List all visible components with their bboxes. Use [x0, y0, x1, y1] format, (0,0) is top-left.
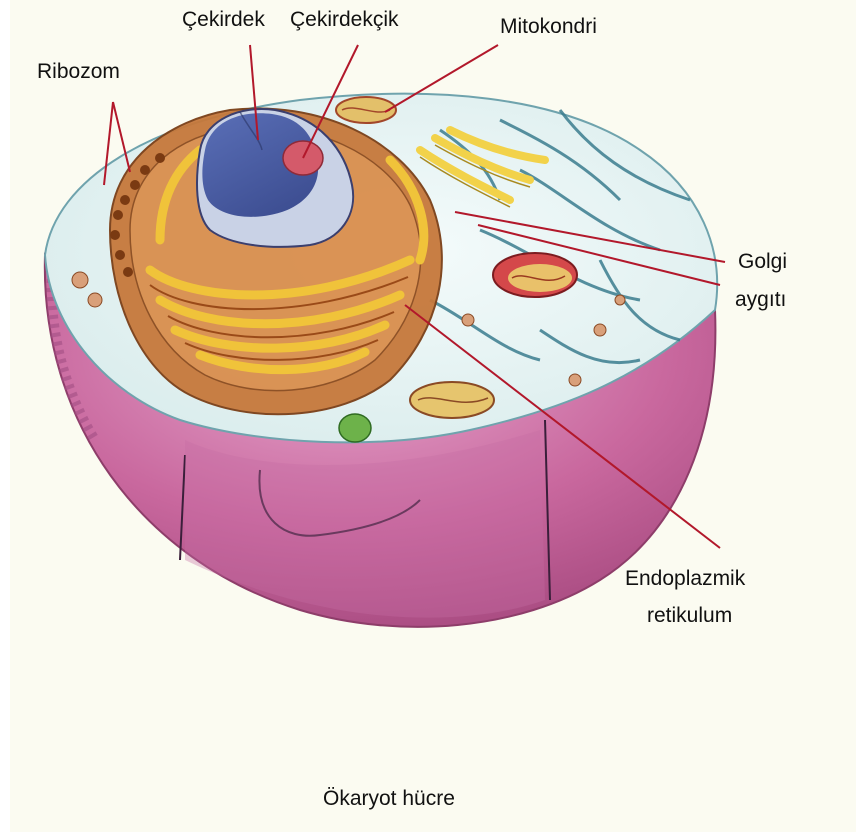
label-er-line1: Endoplazmik	[625, 567, 745, 591]
label-er-line2: retikulum	[647, 604, 732, 628]
vesicle-green	[339, 414, 371, 442]
label-ribozom: Ribozom	[37, 60, 120, 84]
caption: Ökaryot hücre	[323, 787, 455, 811]
label-mitokondri: Mitokondri	[500, 15, 597, 39]
label-cekirdek: Çekirdek	[182, 8, 265, 32]
label-cekirdekcik: Çekirdekçik	[290, 8, 399, 32]
label-golgi-line2: aygıtı	[735, 288, 786, 312]
label-golgi-line1: Golgi	[738, 250, 787, 274]
